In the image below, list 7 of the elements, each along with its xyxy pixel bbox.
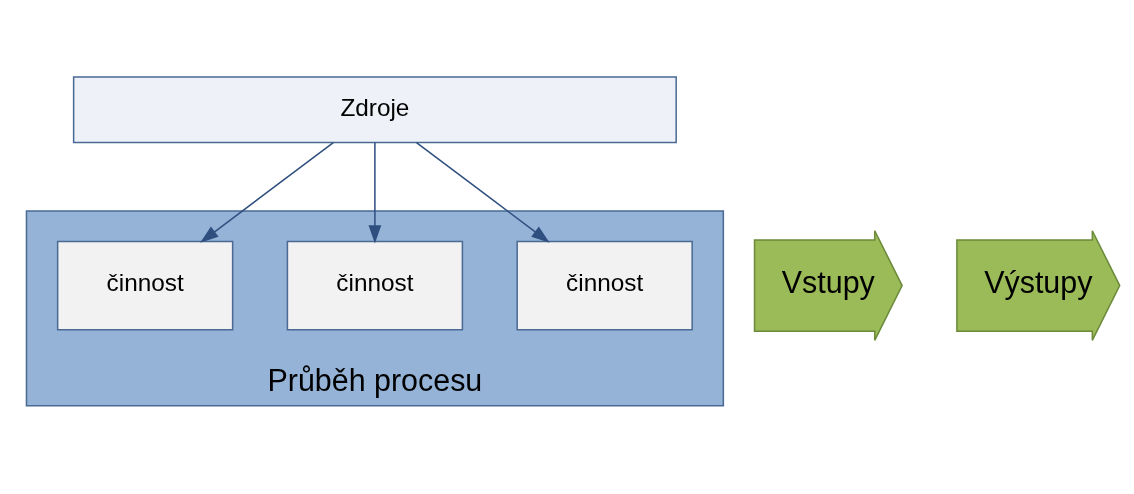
arrow bbox=[415, 141, 550, 243]
node-box: činnost bbox=[286, 240, 464, 330]
arrow bbox=[200, 141, 335, 243]
node-box: Zdroje bbox=[72, 75, 677, 143]
node-box: činnost bbox=[516, 240, 693, 330]
arrow bbox=[368, 141, 382, 244]
node-box: činnost bbox=[56, 240, 234, 330]
